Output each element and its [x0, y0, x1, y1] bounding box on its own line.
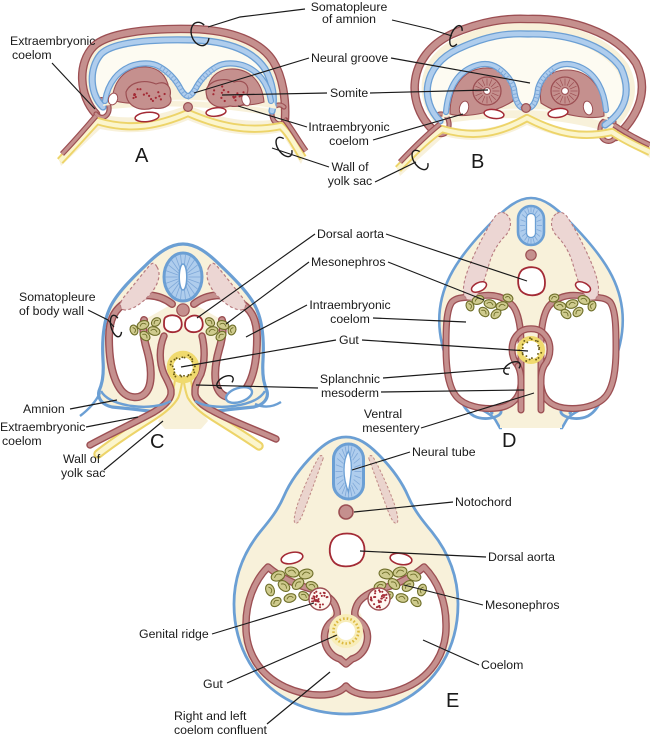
svg-text:Gut: Gut: [203, 677, 223, 691]
svg-text:Wall of: Wall of: [331, 160, 369, 174]
svg-text:Intraembryonic: Intraembryonic: [308, 120, 389, 134]
svg-text:Coelom: Coelom: [481, 658, 523, 672]
svg-text:yolk sac: yolk sac: [61, 466, 105, 480]
svg-text:Mesonephros: Mesonephros: [485, 598, 560, 612]
svg-text:of amnion: of amnion: [322, 12, 376, 26]
svg-text:yolk sac: yolk sac: [328, 174, 372, 188]
svg-text:Extraembryonic: Extraembryonic: [10, 34, 95, 48]
svg-text:B: B: [471, 151, 484, 173]
svg-text:Notochord: Notochord: [455, 495, 512, 509]
svg-text:E: E: [446, 690, 459, 712]
svg-text:Somite: Somite: [330, 86, 368, 100]
svg-text:Neural groove: Neural groove: [311, 51, 388, 65]
svg-text:Somatopleure: Somatopleure: [19, 290, 96, 304]
svg-text:coelom: coelom: [330, 312, 370, 326]
svg-text:of body wall: of body wall: [19, 304, 84, 318]
svg-text:Neural tube: Neural tube: [412, 445, 476, 459]
svg-text:coelom: coelom: [12, 48, 52, 62]
svg-text:Wall of: Wall of: [63, 452, 101, 466]
svg-text:A: A: [135, 145, 149, 167]
svg-text:C: C: [150, 431, 164, 453]
svg-text:coelom: coelom: [329, 134, 369, 148]
svg-text:Dorsal aorta: Dorsal aorta: [317, 227, 384, 241]
svg-text:Mesonephros: Mesonephros: [311, 255, 386, 269]
svg-text:Somatopleure: Somatopleure: [311, 0, 388, 14]
svg-text:coelom: coelom: [2, 434, 42, 448]
svg-text:Splanchnic: Splanchnic: [320, 372, 380, 386]
svg-text:Gut: Gut: [339, 333, 359, 347]
svg-text:Intraembryonic: Intraembryonic: [309, 298, 390, 312]
svg-text:Extraembryonic: Extraembryonic: [0, 420, 85, 434]
svg-text:coelom confluent: coelom confluent: [174, 723, 268, 735]
svg-text:Amnion: Amnion: [23, 402, 65, 416]
svg-text:Right and left: Right and left: [174, 709, 247, 723]
svg-text:mesentery: mesentery: [362, 421, 420, 435]
svg-text:D: D: [502, 430, 516, 452]
svg-text:Dorsal aorta: Dorsal aorta: [488, 550, 555, 564]
svg-text:Ventral: Ventral: [364, 407, 402, 421]
svg-text:mesoderm: mesoderm: [321, 386, 379, 400]
svg-text:Genital ridge: Genital ridge: [139, 627, 209, 641]
